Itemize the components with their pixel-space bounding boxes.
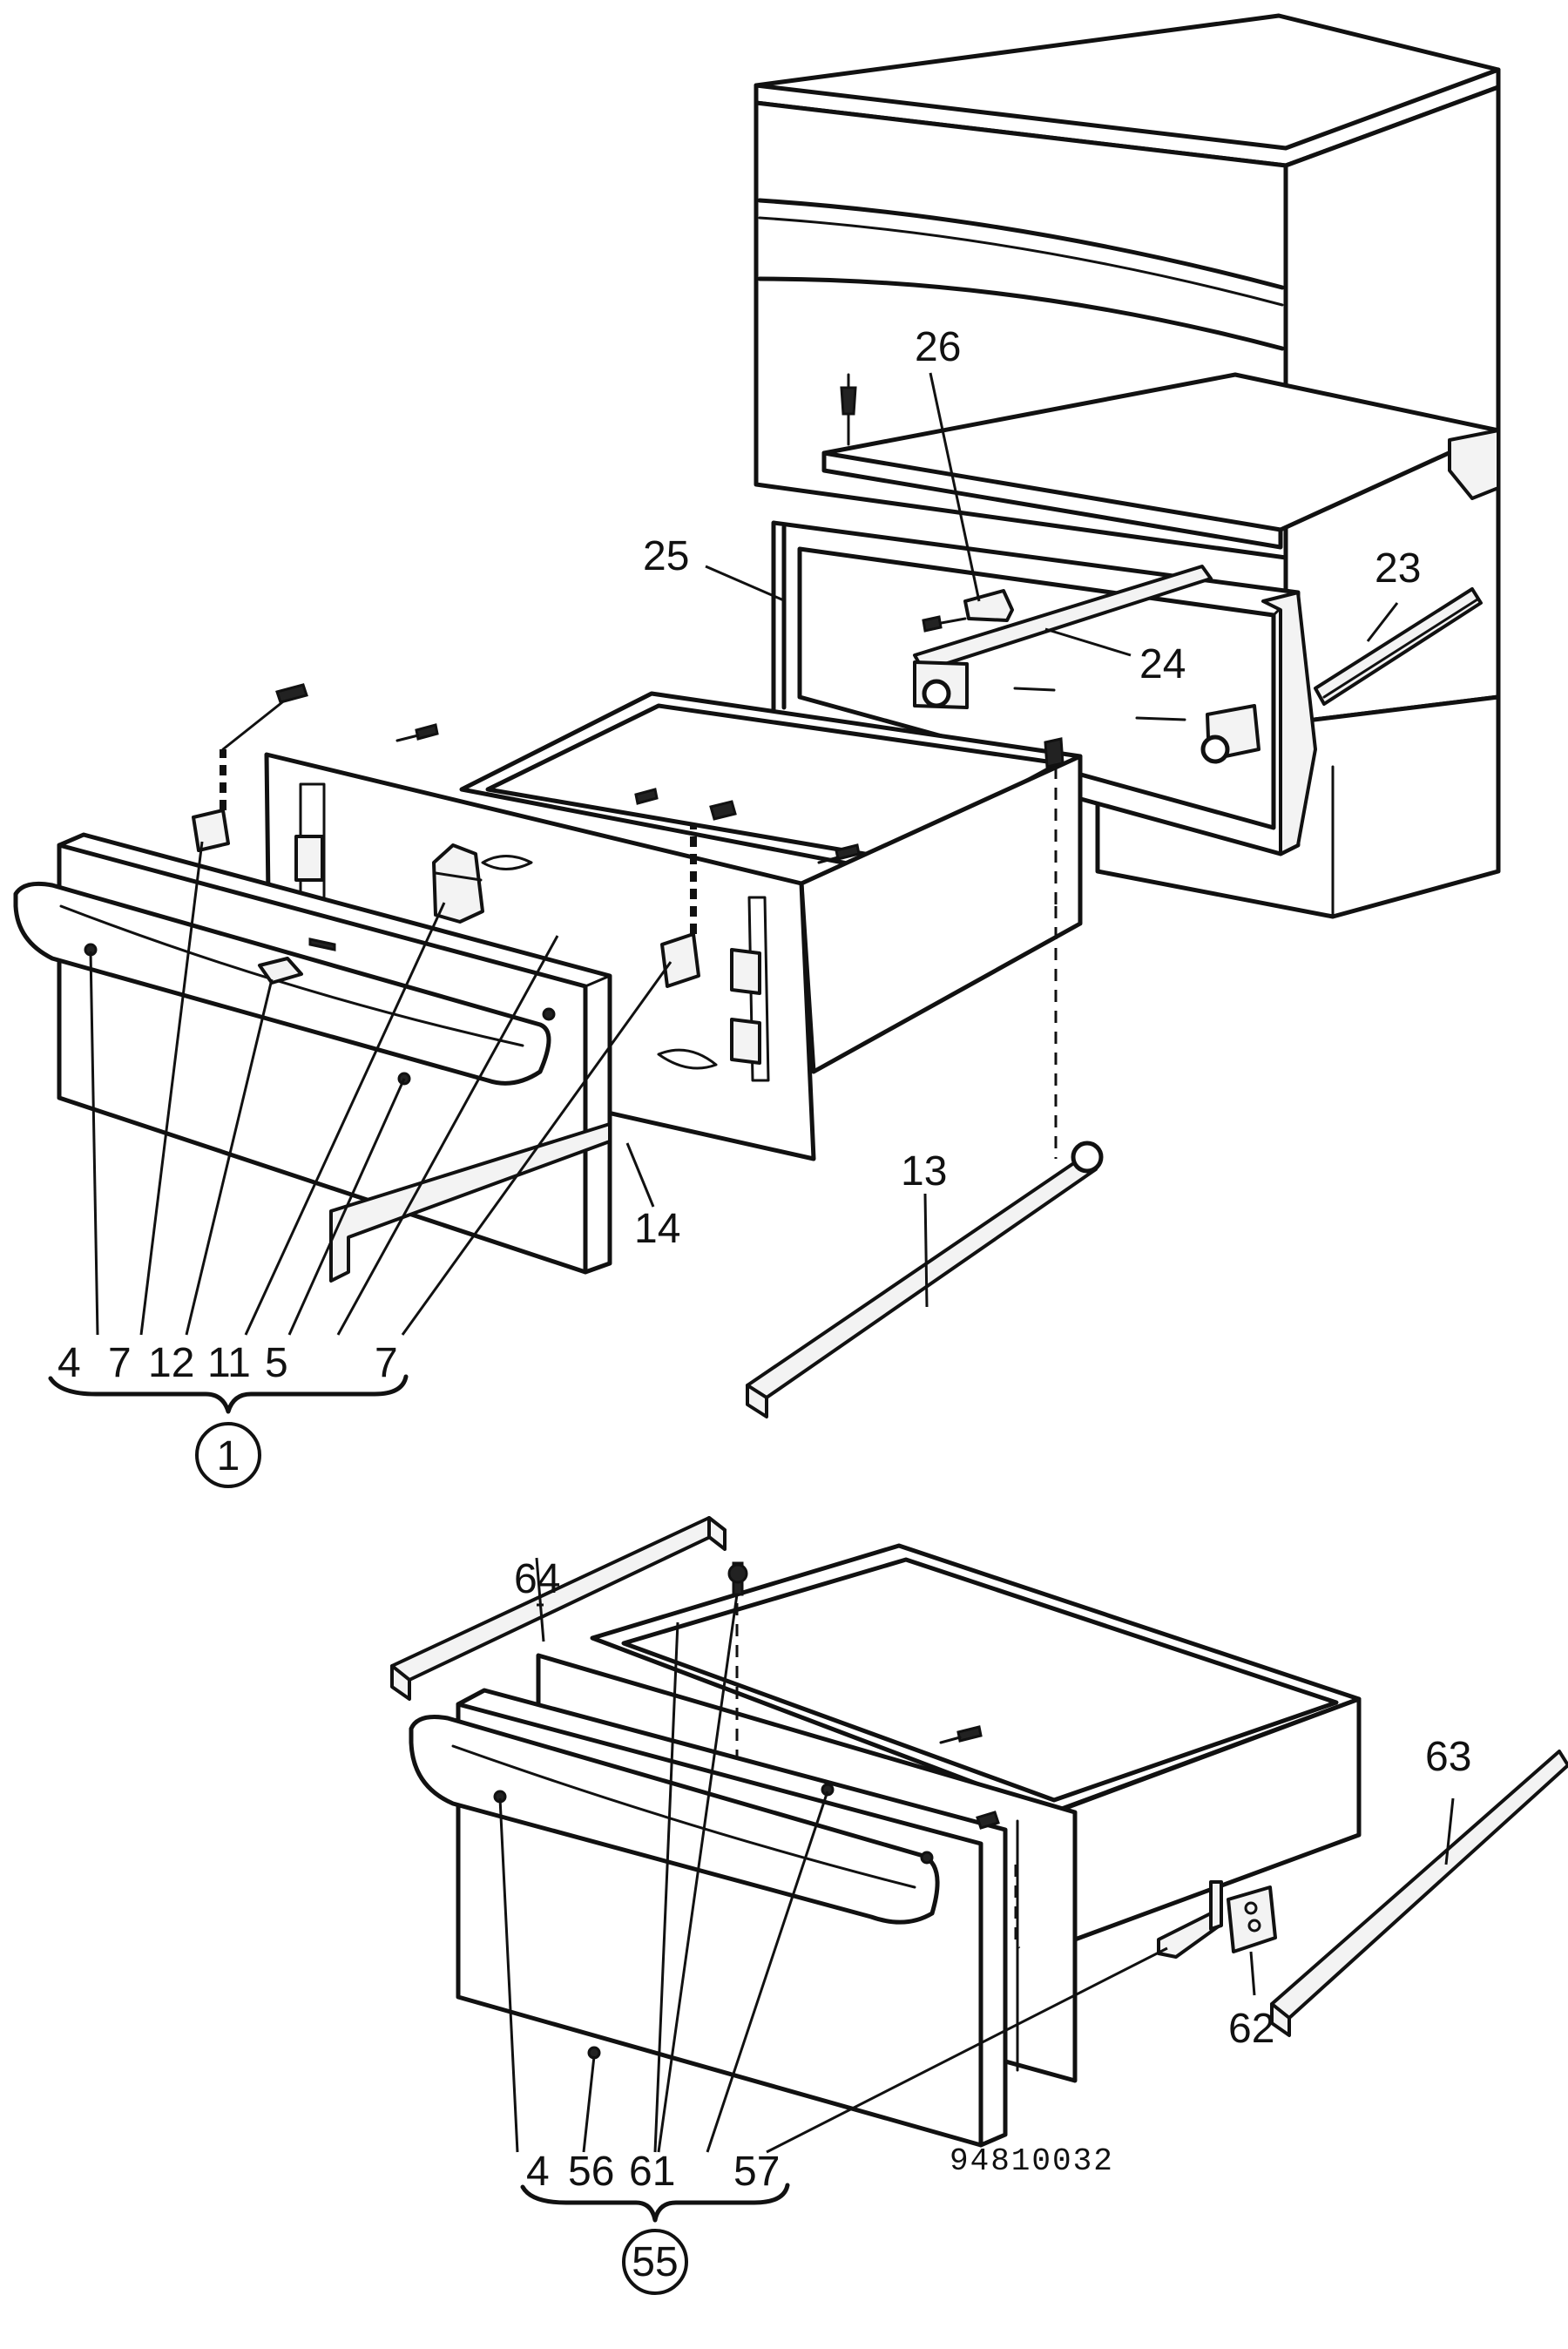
lower-drawer-fasteners [727, 1561, 1000, 1830]
bracket-part-26 [922, 589, 1014, 633]
catch-part-11 [432, 843, 484, 924]
group-1-part-7a: 7 [108, 1340, 132, 1386]
group-id-55: 55 [632, 2239, 678, 2285]
group-1-part-7b: 7 [375, 1340, 398, 1386]
group-1-part-12: 12 [148, 1340, 194, 1386]
group-id-1: 1 [217, 1433, 240, 1479]
callout-labels: 26 25 23 24 13 14 4 7 12 11 5 7 1 64 63 … [57, 324, 1471, 2285]
rail-part-23 [1314, 587, 1483, 706]
group-55-part-61: 61 [629, 2149, 675, 2195]
callout-63: 63 [1425, 1734, 1471, 1780]
lower-drawer-front-panel [409, 1688, 1008, 2148]
callout-26: 26 [915, 324, 961, 370]
group-1-part-11: 11 [207, 1340, 251, 1386]
drawing-number: 94810032 [950, 2143, 1114, 2179]
group-55-part-57: 57 [733, 2149, 780, 2195]
callout-62: 62 [1228, 2006, 1274, 2052]
bracket-part-57 [1157, 1880, 1223, 1959]
callout-14: 14 [634, 1206, 680, 1252]
callout-25: 25 [643, 533, 689, 579]
group-circle-1 [195, 1422, 261, 1488]
rail-part-14 [329, 1122, 612, 1283]
rail-part-63 [1270, 1750, 1568, 2037]
rail-part-13 [746, 906, 1104, 1418]
group-brace-1 [48, 1374, 409, 1488]
callout-13: 13 [901, 1148, 947, 1195]
latch-parts-7 [192, 683, 737, 988]
rail-part-24 [913, 565, 1260, 764]
callout-24: 24 [1139, 641, 1186, 687]
group-55-part-56: 56 [568, 2149, 614, 2195]
group-brace-55 [520, 2183, 790, 2295]
drawer-top-plate [821, 372, 1501, 550]
callout-23: 23 [1375, 545, 1421, 592]
group-circle-55 [622, 2229, 688, 2295]
upper-drawer-front-panel [13, 832, 612, 1275]
group-55-part-4: 4 [526, 2149, 550, 2195]
callout-64: 64 [514, 1556, 560, 1602]
leader-lines [89, 372, 1455, 2154]
group-1-part-4: 4 [57, 1340, 81, 1386]
rail-part-64 [390, 1516, 727, 1701]
group-1-part-5: 5 [265, 1340, 288, 1386]
screws [395, 723, 1064, 906]
plate-part-62 [1227, 1885, 1277, 1953]
